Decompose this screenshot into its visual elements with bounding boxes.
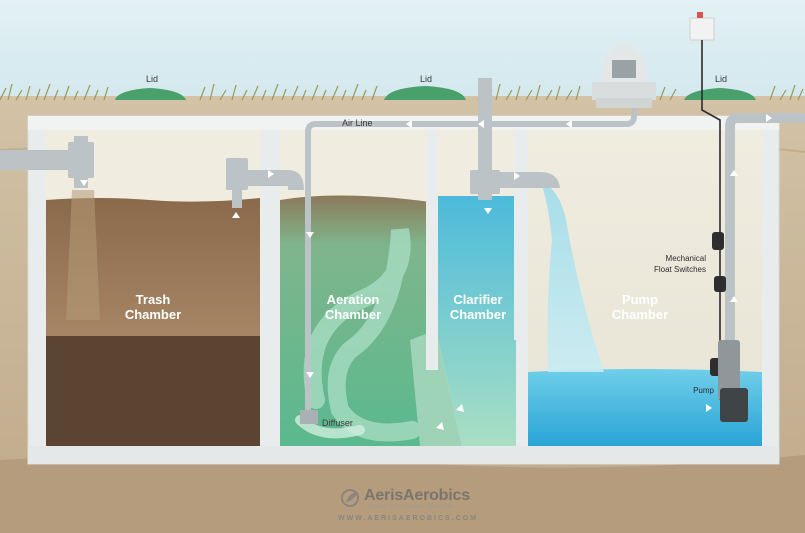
diffuser-label: Diffuser: [322, 418, 353, 428]
lid-label-3: Lid: [715, 74, 728, 84]
aeration-chamber-line2: Chamber: [324, 307, 382, 322]
aeration-chamber-label: Aeration Chamber: [313, 292, 393, 322]
lid-2: [384, 86, 466, 100]
trash-inlet-spray: [66, 190, 100, 320]
trash-chamber-line2: Chamber: [124, 307, 182, 322]
brand-name: AerisAerobics: [364, 487, 470, 504]
pump-water: [528, 369, 762, 446]
aeration-swirl: [303, 228, 421, 442]
brand-leaf-icon: [341, 489, 359, 507]
tank-floor: [28, 446, 779, 464]
trash-chamber-line1: Trash: [135, 292, 171, 307]
clarifier-water: [436, 196, 516, 446]
clarified-stream: [540, 180, 604, 372]
transfer-pipe-1: [226, 158, 304, 208]
transfer-pipe-2: [470, 140, 560, 200]
float-wire: [701, 40, 721, 400]
lid-1: [115, 88, 186, 100]
clarifier-chamber-label: Clarifier Chamber: [438, 292, 518, 322]
float-switches-label: Float Switches: [653, 265, 706, 274]
lid-label-1: Lid: [146, 74, 159, 84]
discharge-pipe: [725, 113, 805, 400]
soil-lower-band: [0, 454, 805, 533]
aerator-unit: [592, 44, 656, 108]
brand-logo: AerisAerobics Septics for a Greener Tomo…: [318, 486, 498, 530]
diffuser: [300, 410, 318, 424]
brand-url: WWW.AERISAEROBICS.COM: [338, 515, 478, 522]
vent-pipe: [478, 78, 492, 140]
inlet-pipe: [0, 136, 94, 188]
wall-clarifier-pump: [516, 130, 528, 446]
wall-trash-aeration: [260, 130, 280, 446]
clarifier-chamber-line2: Chamber: [449, 307, 507, 322]
clarifier-baffle-left: [426, 130, 438, 370]
air-line-label: Air Line: [342, 118, 373, 128]
trash-chamber-label: Trash Chamber: [113, 292, 193, 322]
float-switch-1: [712, 232, 724, 250]
pump-chamber-line1: Pump: [621, 292, 659, 307]
air-line: [305, 102, 637, 420]
clarifier-cone: [410, 330, 462, 446]
control-light: [697, 12, 703, 18]
pump-label: Pump: [693, 386, 714, 395]
aeration-chamber-line1: Aeration: [326, 292, 380, 307]
clarifier-chamber-line1: Clarifier: [453, 292, 503, 307]
mechanical-label: Mechanical: [665, 254, 706, 263]
pump-body: [718, 340, 740, 400]
lid-label-2: Lid: [420, 74, 433, 84]
float-switch-2: [714, 276, 726, 292]
trash-bottom-sludge: [46, 336, 260, 446]
brand-tagline: Septics for a Greener Tomorrow: [368, 504, 454, 510]
control-box: [689, 17, 715, 41]
flow-arrows: [80, 114, 772, 430]
sky: [0, 0, 805, 100]
pump-chamber-label: Pump Chamber: [600, 292, 680, 322]
pump-base: [720, 388, 748, 422]
pump-chamber-line2: Chamber: [611, 307, 669, 322]
